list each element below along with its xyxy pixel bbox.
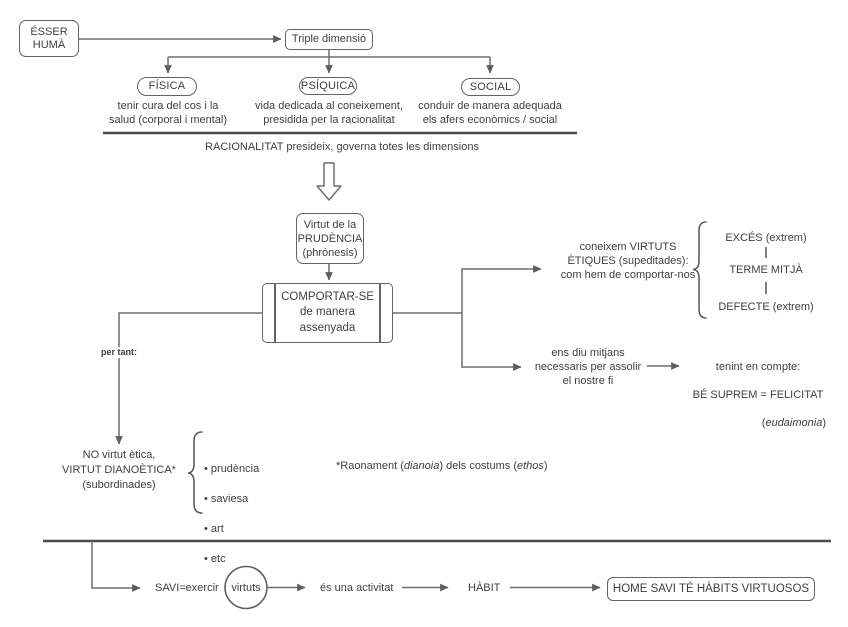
brace-extremes [692,221,707,319]
social-description: conduir de manera adequada els afers eco… [418,100,562,126]
fisica-description: tenir cura del cos i la salud (corporal … [109,100,227,126]
footnote-ethos: ethos [517,460,544,472]
node-home-savi: HOME SAVI TÉ HÀBITS VIRTUOSOS [607,577,815,601]
connector-to-virtuts-etiques [461,265,542,313]
mitjans-text: ens diu mitjans necessaris per assolir e… [534,347,642,387]
footnote-pre: *Raonament ( [336,460,404,472]
bullet-saviesa: • saviesa [204,493,249,505]
virtuts-circle-label: virtuts [231,582,261,594]
footnote-dianoia: dianoia [403,460,440,472]
comportar-inner-bar-right [379,284,381,342]
connector-to-mitjans [461,313,522,371]
virtuts-etiques-text: coneixem VIRTUTS ÈTIQUES (supeditades): … [560,241,696,281]
comportar-label: COMPORTAR-SE de manera assenyada [281,290,374,334]
be-suprem-block: tenint en compte: BÉ SUPREM = FELICITAT … [690,346,826,444]
eudaimonia-post: ) [822,417,826,429]
block-down-arrow [316,162,342,201]
bullet-prudencia: • prudència [204,463,260,475]
node-prudencia: Virtut de la PRUDÈNCIA (phrónesis) [296,213,364,264]
footnote-post: ) [543,460,548,472]
node-psiquica: PSÍQUICA [299,77,357,95]
connector-comportar-to-dianoetica [115,312,262,445]
node-fisica: FÍSICA [137,77,197,96]
per-tant-label: per tant: [99,347,139,358]
savi-label: SAVI=exercir [155,582,219,594]
bullet-list: • prudència • saviesa • art • etc [204,447,294,582]
exces-label: EXCÉS (extrem) [725,232,807,244]
node-social: SOCIAL [461,78,520,96]
eudaimonia-pre: ( [761,417,766,429]
comportar-inner-bar-left [274,284,276,342]
connector-triple-branch [168,50,490,58]
node-esser-huma: ÉSSER HUMÀ [19,20,79,57]
node-comportar-se: COMPORTAR-SE de manera assenyada [262,283,393,343]
habit-label: HÀBIT [468,582,501,594]
footnote: *Raonament (dianoia) dels costums (ethos… [336,459,576,473]
eudaimonia-italic: eudaimonia [765,417,823,429]
footnote-mid: ) dels costums ( [439,460,517,472]
connector-to-savi [91,541,141,592]
psiquica-description: vida dedicada al coneixement, presidida … [255,100,403,126]
bullet-art: • art [204,523,224,535]
be-suprem-label: BÉ SUPREM = FELICITAT [692,389,824,401]
activitat-label: és una activitat [320,582,394,594]
racionalitat-note: RACIONALITAT presideix, governa totes le… [205,141,479,153]
dianoetica-text: NO virtut ètica, VIRTUT DIANOÈTICA* (sub… [62,449,176,491]
bullet-etc: • etc [204,553,226,565]
terme-mitja-label: TERME MITJÀ [729,264,803,276]
eudaimonia-label: (eudaimonia) [690,416,826,430]
node-triple-dimensio: Triple dimensió [285,29,373,50]
tenint-line1: tenint en compte: [715,361,801,373]
defecte-label: DEFECTE (extrem) [718,301,814,313]
brace-bullets [187,431,203,514]
